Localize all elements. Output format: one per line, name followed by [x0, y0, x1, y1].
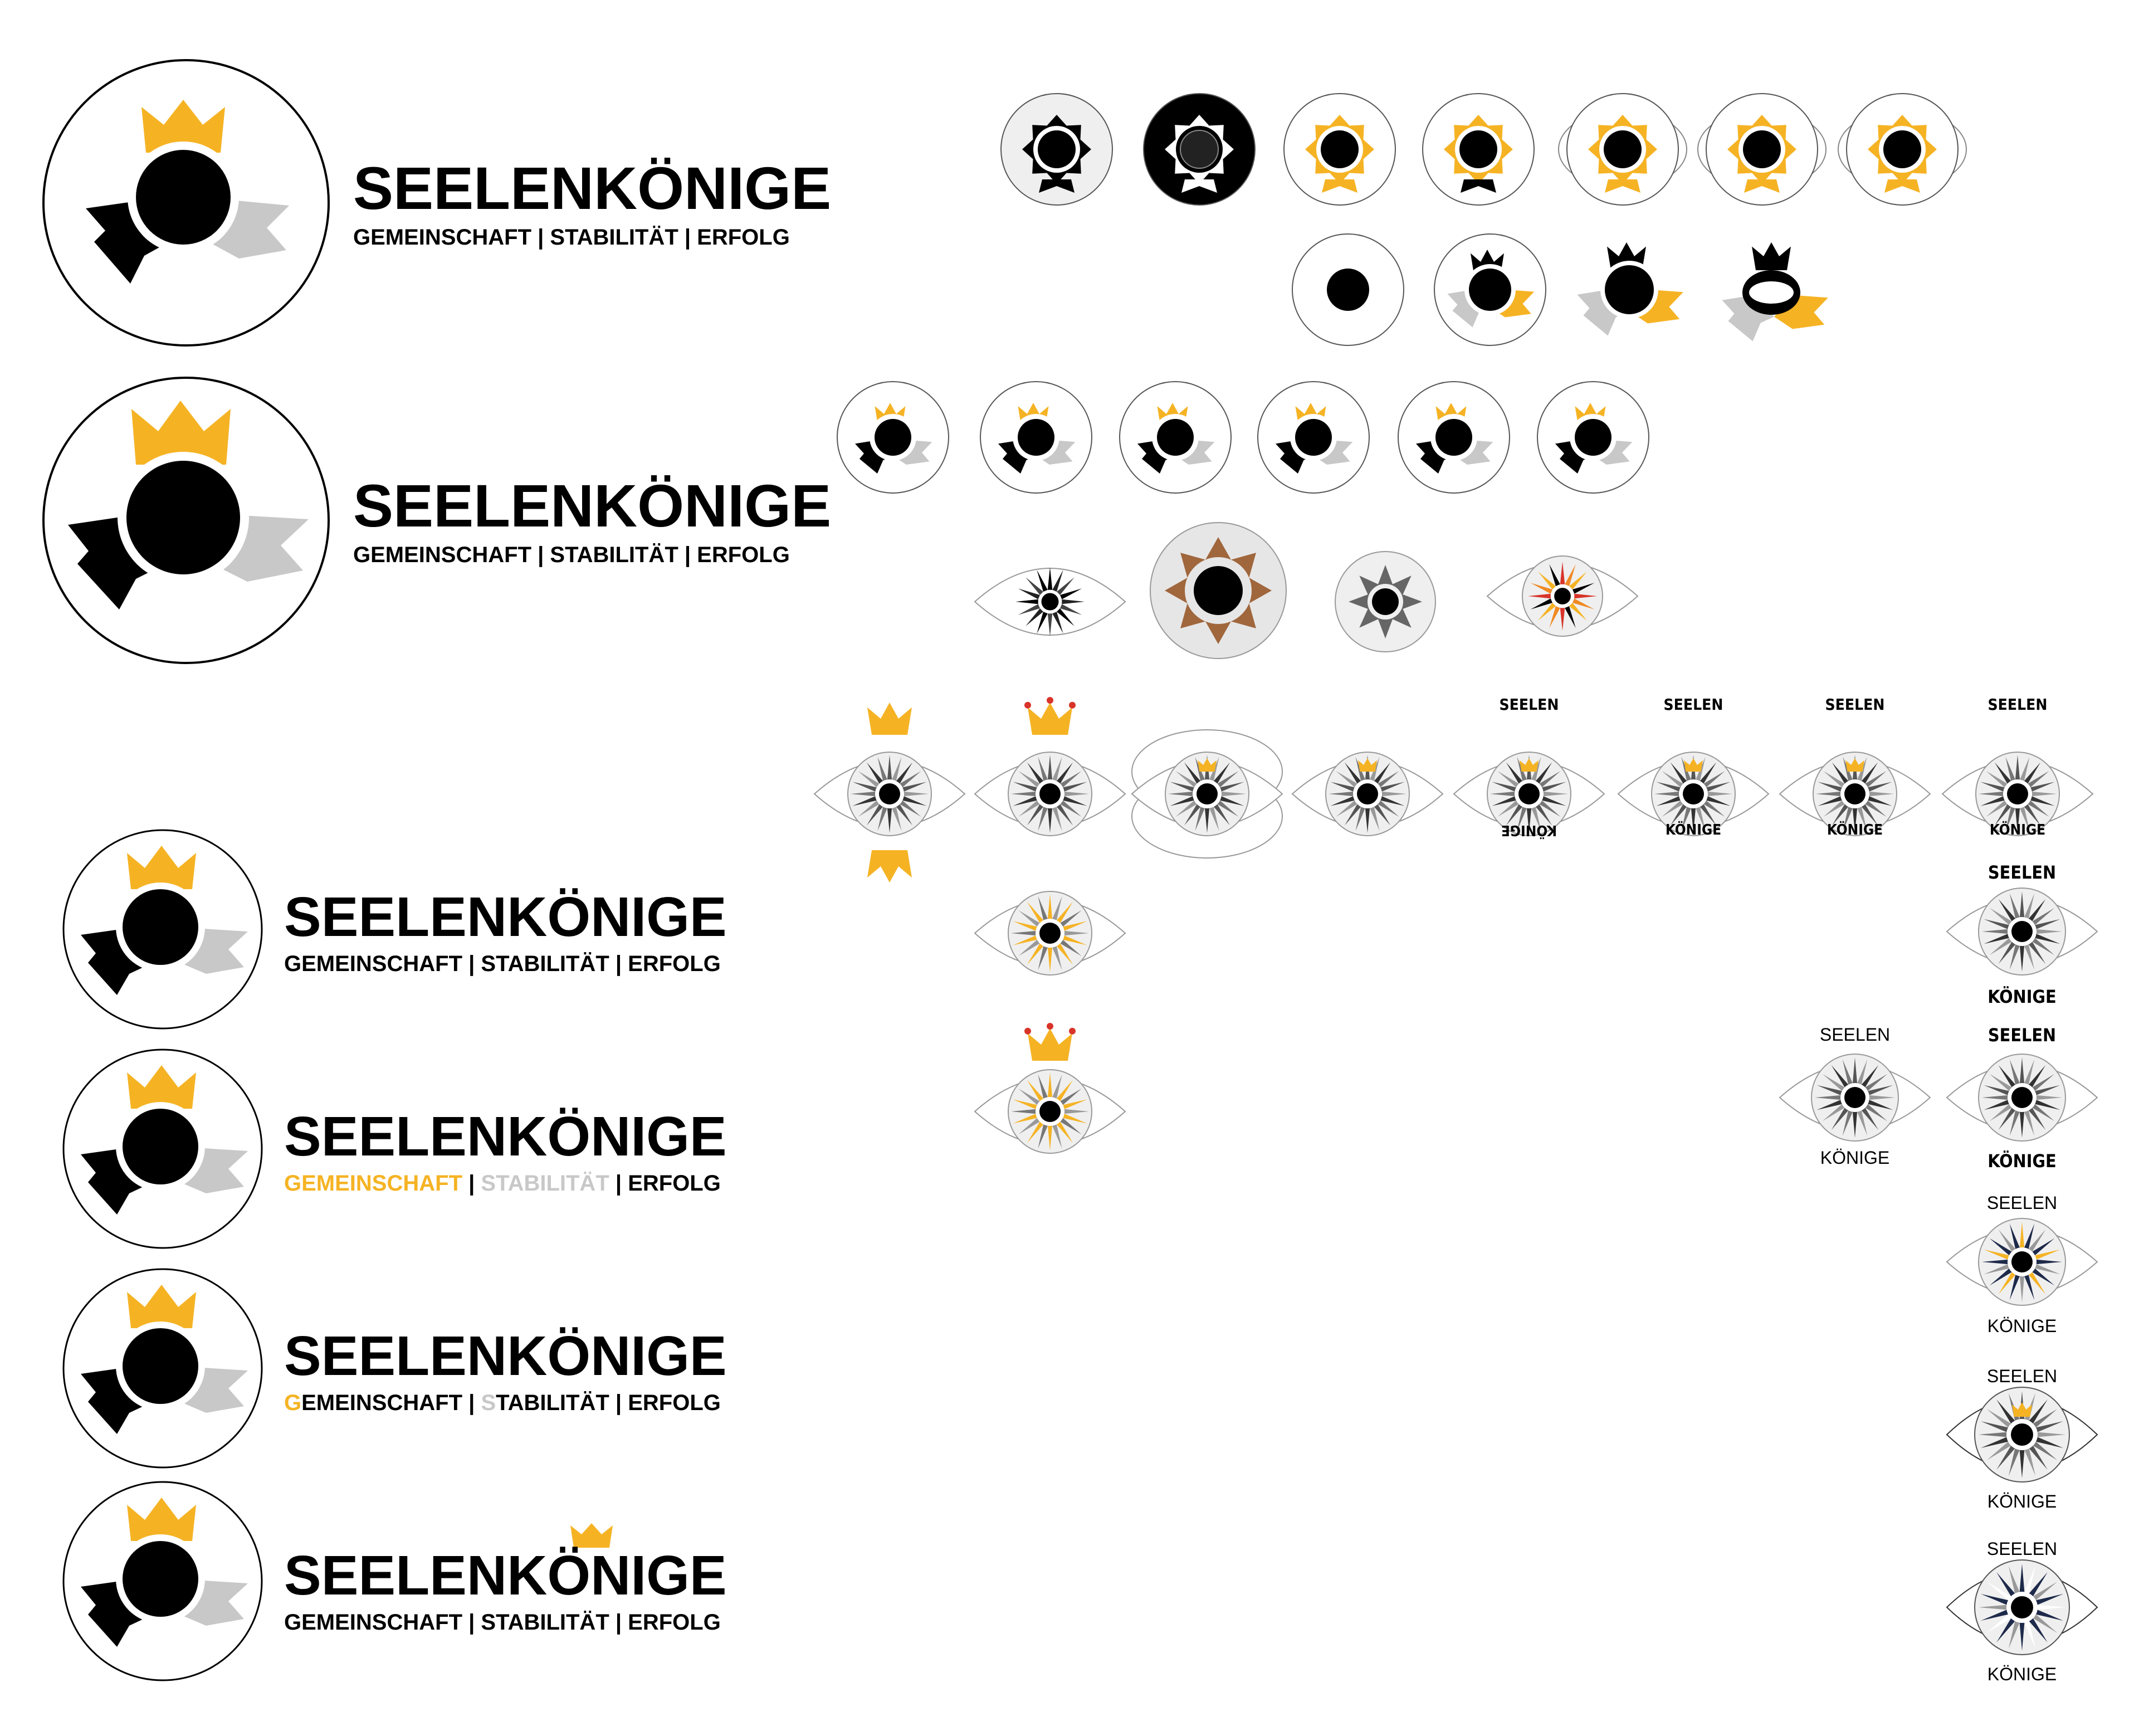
seelenkoenige-emblem-icon	[42, 377, 330, 664]
label-seelen: SEELEN	[1663, 695, 1723, 714]
label-seelen: SEELEN	[1825, 695, 1885, 714]
label-koenige: KÖNIGE	[1665, 822, 1722, 838]
brand-tagline: GEMEINSCHAFT | STABILITÄT | ERFOLG	[284, 952, 721, 976]
sketch-tile-a-6	[1697, 93, 1827, 206]
sketch-eye-g-1	[974, 1023, 1126, 1154]
sketch-emblem-c-6	[1537, 381, 1649, 494]
label-koenige: KÖNIGE	[1987, 1491, 2057, 1511]
logo-medium-3: SEELENKÖNIGE GEMEINSCHAFT | STABILITÄT |…	[61, 1267, 785, 1473]
logo-medium-1: SEELENKÖNIGE GEMEINSCHAFT | STABILITÄT |…	[61, 828, 785, 1034]
logo-large-1: SEELENKÖNIGE GEMEINSCHAFT | STABILITÄT |…	[41, 58, 877, 348]
tagline-separator: |	[609, 1391, 628, 1415]
label-koenige: KÖNIGE	[1987, 1316, 2057, 1336]
seelenkoenige-emblem-icon	[62, 1049, 263, 1249]
sketch-eye-i-1	[1946, 1387, 2098, 1483]
brand-wordmark: SEELENKÖNIGE	[284, 1325, 727, 1387]
tagline-rest-stabilitaet: TABILITÄT	[496, 1391, 609, 1415]
brand-wordmark: SEELENKÖNIGE	[284, 1105, 727, 1168]
label-koenige: KÖNIGE	[1989, 822, 2046, 838]
sketch-eye-d-1	[974, 567, 1126, 636]
tagline-part-stabilitaet: STABILITÄT	[481, 1171, 609, 1196]
sketch-eye-e-4	[1291, 752, 1444, 836]
sketch-eye-f-2	[1946, 887, 2098, 976]
sketch-emblem-c-3	[1119, 381, 1232, 494]
seelenkoenige-emblem-icon	[42, 59, 330, 347]
label-seelen: SEELEN	[1987, 695, 2048, 714]
sketch-eye-f-1	[974, 891, 1126, 976]
sketch-eye-g-2	[1779, 1054, 1931, 1142]
sketch-eye-e-3	[1131, 729, 1283, 859]
brand-tagline: GEMEINSCHAFT | STABILITÄT | ERFOLG	[284, 1610, 721, 1635]
sketch-tile-d-2	[1150, 522, 1287, 659]
sketch-eye-j-1	[1946, 1559, 2098, 1655]
seelenkoenige-emblem-icon	[62, 1268, 263, 1469]
label-seelen: SEELEN	[1986, 1539, 2058, 1559]
label-seelen: SEELEN	[1819, 1025, 1891, 1045]
brand-wordmark: SEELENKÖNIGE	[353, 154, 832, 222]
sketch-tile-a-2	[1143, 93, 1256, 206]
label-koenige: KÖNIGE	[1501, 822, 1557, 838]
sketch-tile-b-1	[1292, 233, 1404, 346]
brand-tagline-colored: GEMEINSCHAFT | STABILITÄT | ERFOLG	[284, 1172, 727, 1194]
brand-wordmark: SEELENKÖNIGE	[284, 886, 727, 948]
seelenkoenige-emblem-icon	[62, 829, 263, 1030]
label-koenige: KÖNIGE	[1987, 986, 2057, 1007]
brand-wordmark: SEELENKÖNIGE	[353, 472, 832, 539]
tagline-part-erfolg: ERFOLG	[628, 1171, 721, 1196]
seelenkoenige-emblem-icon	[62, 1481, 263, 1681]
brand-tagline: GEMEINSCHAFT | STABILITÄT | ERFOLG	[353, 543, 790, 567]
tagline-part-gemeinschaft: GEMEINSCHAFT	[284, 1171, 462, 1196]
tagline-initial-g: G	[284, 1391, 302, 1415]
sketch-tile-b-2	[1434, 233, 1546, 346]
sketch-tile-a-3	[1283, 93, 1396, 206]
brand-tagline-initials: GEMEINSCHAFT | STABILITÄT | ERFOLG	[284, 1392, 727, 1414]
sketch-tile-b-3	[1577, 242, 1683, 336]
sketch-emblem-c-5	[1398, 381, 1510, 494]
label-seelen: SEELEN	[1987, 1025, 2057, 1046]
label-koenige: KÖNIGE	[1827, 822, 1883, 838]
tagline-initial-s: S	[481, 1391, 496, 1415]
label-seelen: SEELEN	[1987, 862, 2057, 883]
sketch-eye-e-2	[974, 697, 1126, 836]
sketch-eye-d-4	[1486, 555, 1639, 637]
brand-wordmark: SEELENKÖNIGE	[284, 1544, 727, 1607]
sketch-emblem-c-4	[1257, 381, 1370, 494]
tagline-part-erfolg: ERFOLG	[628, 1391, 721, 1415]
label-seelen: SEELEN	[1986, 1193, 2058, 1213]
tagline-separator: |	[609, 1171, 628, 1196]
sketch-tile-b-4	[1722, 242, 1828, 342]
label-koenige: KÖNIGE	[1987, 1150, 2057, 1172]
brand-tagline: GEMEINSCHAFT | STABILITÄT | ERFOLG	[353, 225, 790, 250]
sketch-eye-e-1	[813, 703, 966, 882]
logo-medium-2: SEELENKÖNIGE GEMEINSCHAFT | STABILITÄT |…	[61, 1047, 785, 1254]
sketch-eye-h-1	[1946, 1218, 2098, 1306]
tagline-separator: |	[462, 1391, 481, 1415]
sketch-tile-a-7	[1838, 93, 1967, 206]
label-koenige: KÖNIGE	[1987, 1664, 2057, 1684]
sketch-tile-a-4	[1422, 93, 1535, 206]
label-koenige: KÖNIGE	[1820, 1148, 1890, 1168]
label-seelen: SEELEN	[1499, 695, 1559, 714]
crown-icon	[570, 1523, 613, 1548]
label-seelen: SEELEN	[1986, 1366, 2058, 1386]
sketch-tile-a-5	[1558, 93, 1687, 206]
tagline-rest-gemeinschaft: EMEINSCHAFT	[301, 1391, 463, 1415]
logo-medium-4: SEELENKÖNIGE GEMEINSCHAFT | STABILITÄT |…	[61, 1480, 785, 1686]
logo-large-2: SEELENKÖNIGE GEMEINSCHAFT | STABILITÄT |…	[41, 376, 877, 665]
sketch-emblem-c-2	[980, 381, 1092, 494]
tagline-separator: |	[462, 1171, 481, 1196]
sketch-eye-g-3	[1946, 1054, 2098, 1142]
sketch-tile-d-3	[1335, 551, 1436, 652]
sketch-tile-a-1	[1000, 93, 1113, 206]
